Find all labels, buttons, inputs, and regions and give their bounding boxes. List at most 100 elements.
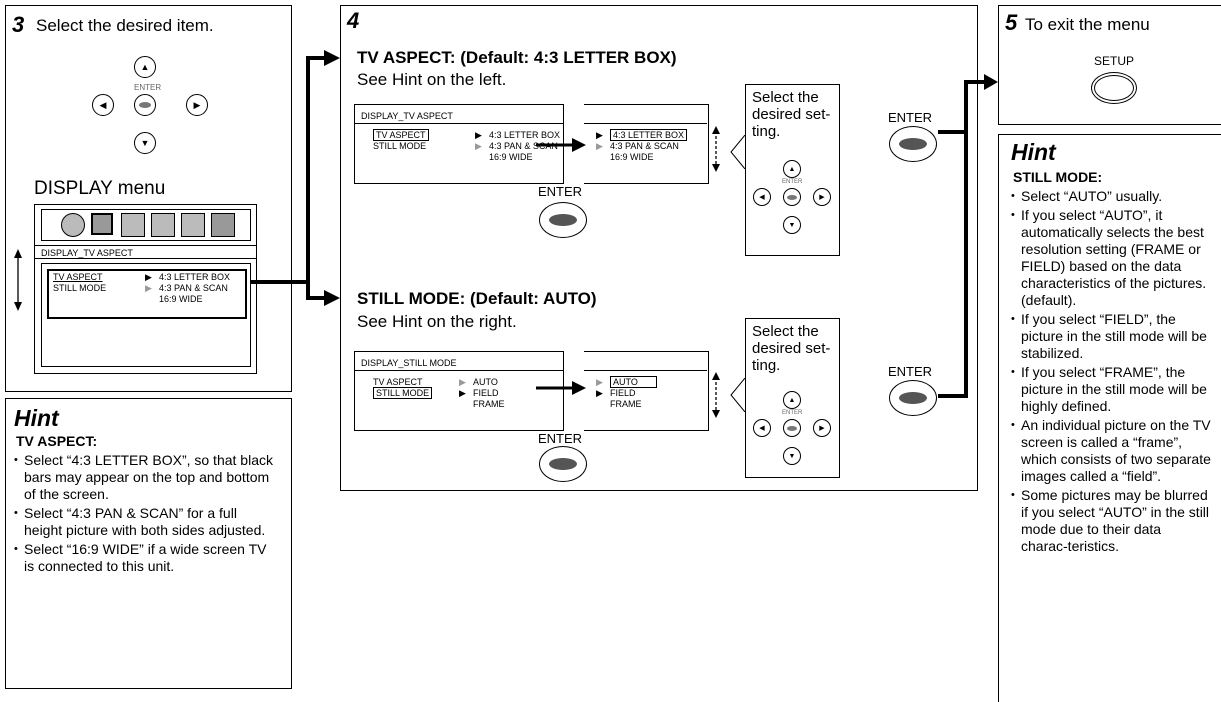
step4-box: 4 TV ASPECT: (Default: 4:3 LETTER BOX) S… xyxy=(340,5,978,491)
still-screen-2: ▶ ▶ AUTO FIELD FRAME xyxy=(584,351,709,431)
screen-arrow: ▶ xyxy=(596,141,603,151)
hint-list: Select “4:3 LETTER BOX”, so that black b… xyxy=(14,452,283,575)
step5-box: 5 To exit the menu SETUP xyxy=(998,5,1221,125)
up-down-arrow-icon xyxy=(712,372,720,418)
hint-item: If you select “FIELD”, the picture in th… xyxy=(1011,311,1211,362)
hint-right-box: Hint STILL MODE: Select “AUTO” usually. … xyxy=(998,134,1221,702)
callout-pointer xyxy=(730,378,746,412)
screen-arrow: ▶ xyxy=(475,130,482,140)
screen-option: FIELD xyxy=(610,388,636,398)
enter-button xyxy=(783,188,801,206)
screen-divider xyxy=(355,370,563,371)
up-arrow-button: ▲ xyxy=(783,160,801,178)
aspect-screen-2: ▶ ▶ 4:3 LETTER BOX 4:3 PAN & SCAN 16:9 W… xyxy=(584,104,709,184)
hint-item: Select “16:9 WIDE” if a wide screen TV i… xyxy=(14,541,275,575)
still-heading: STILL MODE: (Default: AUTO) xyxy=(357,289,597,308)
enter-label: ENTER xyxy=(782,179,803,185)
enter-label: ENTER xyxy=(888,110,933,125)
screen-option: 16:9 WIDE xyxy=(610,152,654,162)
lock-icon xyxy=(151,213,175,237)
hint-item: If you select “AUTO”, it automatically s… xyxy=(1011,207,1211,309)
disc-icon xyxy=(61,213,85,237)
down-arrow-button: ▼ xyxy=(134,132,156,154)
screen-left-item: TV ASPECT xyxy=(373,129,429,141)
menu-header: DISPLAY_TV ASPECT xyxy=(35,245,256,259)
screen-header: DISPLAY_TV ASPECT xyxy=(361,111,453,121)
screen-header: DISPLAY_STILL MODE xyxy=(361,358,457,368)
screen-option: 4:3 LETTER BOX xyxy=(610,129,688,141)
screen-arrow: ▶ xyxy=(459,377,466,387)
screen-option: 16:9 WIDE xyxy=(489,152,533,162)
still-screen-1: DISPLAY_STILL MODE TV ASPECT STILL MODE … xyxy=(354,351,564,431)
display-menu-screen: DISPLAY_TV ASPECT TV ASPECT STILL MODE ▶… xyxy=(34,204,257,374)
down-arrow-button: ▼ xyxy=(783,216,801,234)
screen-option: FIELD xyxy=(473,388,499,398)
screen-arrow: ▶ xyxy=(596,377,603,387)
setup-label: SETUP xyxy=(1094,54,1135,68)
menu-left-item: TV ASPECT xyxy=(53,272,103,282)
enter-button xyxy=(889,126,937,162)
enter-button xyxy=(783,419,801,437)
hint-item: If you select “FRAME”, the picture in th… xyxy=(1011,364,1211,415)
screen-option: 4:3 LETTER BOX xyxy=(489,130,561,140)
still-sub: See Hint on the right. xyxy=(357,312,517,331)
left-arrow-button: ◀ xyxy=(753,419,771,437)
display-icon xyxy=(91,213,113,235)
screen-option: FRAME xyxy=(610,399,642,409)
language-icon xyxy=(211,213,235,237)
screen-option: AUTO xyxy=(473,377,498,387)
left-arrow-button: ◀ xyxy=(92,94,114,116)
step3-number: 3 xyxy=(12,12,25,37)
enter-label: ENTER xyxy=(538,184,583,199)
hint-item: Select “4:3 PAN & SCAN” for a full heigh… xyxy=(14,505,275,539)
enter-label: ENTER xyxy=(134,83,162,92)
enter-label: ENTER xyxy=(888,364,933,379)
right-arrow-button: ▶ xyxy=(813,188,831,206)
setup-button[interactable] xyxy=(1091,72,1137,104)
screen-arrow: ▶ xyxy=(596,130,603,140)
menu-option: 4:3 PAN & SCAN xyxy=(159,283,228,293)
right-arrow-button: ▶ xyxy=(186,94,208,116)
hint-item: Select “4:3 LETTER BOX”, so that black b… xyxy=(14,452,275,503)
screen-option: 4:3 PAN & SCAN xyxy=(610,141,679,151)
screen-arrow: ▶ xyxy=(459,388,466,398)
screen-option: FRAME xyxy=(473,399,505,409)
menu-body xyxy=(41,263,251,367)
menu-arrow: ▶ xyxy=(145,283,152,293)
screen-divider xyxy=(584,370,707,371)
up-arrow-button: ▲ xyxy=(134,56,156,78)
down-arrow-button: ▼ xyxy=(783,447,801,465)
aspect-heading: TV ASPECT: (Default: 4:3 LETTER BOX) xyxy=(357,48,677,67)
up-arrow-button: ▲ xyxy=(783,391,801,409)
display-menu-title: DISPLAY menu xyxy=(34,178,166,199)
others-icon xyxy=(181,213,205,237)
enter-label: ENTER xyxy=(538,431,583,446)
enter-label: ENTER xyxy=(782,410,803,416)
hint-list: Select “AUTO” usually. If you select “AU… xyxy=(1011,188,1215,555)
up-down-arrow-icon xyxy=(712,126,720,172)
enter-button xyxy=(539,202,587,238)
menu-arrow: ▶ xyxy=(145,272,152,282)
audio-icon xyxy=(121,213,145,237)
step3-box: 3 Select the desired item. ▲ ◀ ▶ ▼ ENTER… xyxy=(5,5,292,392)
menu-option: 4:3 LETTER BOX xyxy=(159,272,231,282)
hint-item: An individual picture on the TV screen i… xyxy=(1011,417,1211,485)
screen-left-item: TV ASPECT xyxy=(373,377,423,387)
hint-heading: TV ASPECT: xyxy=(16,433,98,449)
aspect-screen-1: DISPLAY_TV ASPECT TV ASPECT STILL MODE ▶… xyxy=(354,104,564,184)
up-down-arrow-icon xyxy=(14,249,22,311)
screen-arrow: ▶ xyxy=(596,388,603,398)
menu-left-item: STILL MODE xyxy=(53,283,107,293)
step5-number: 5 xyxy=(1005,10,1018,35)
callout-pointer xyxy=(730,135,746,169)
enter-button xyxy=(889,380,937,416)
hint-title: Hint xyxy=(14,405,59,431)
hint-item: Some pictures may be blurred if you sele… xyxy=(1011,487,1211,555)
hint-title: Hint xyxy=(1011,139,1056,165)
screen-option: 4:3 PAN & SCAN xyxy=(489,141,558,151)
right-arrow-icon xyxy=(536,381,586,395)
menu-highlight-frame xyxy=(47,269,247,319)
